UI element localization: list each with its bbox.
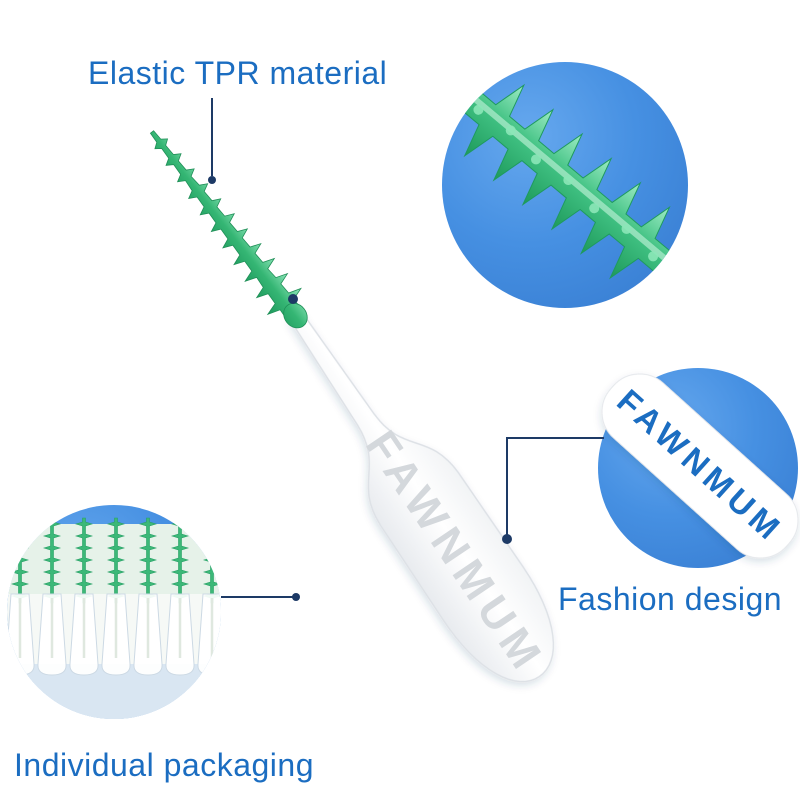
brush-tip-base	[283, 302, 308, 329]
callout-line-design	[506, 437, 604, 536]
handle-brand-text: FAWNMUM	[356, 422, 554, 683]
individual-packaging-label: Individual packaging	[14, 747, 314, 783]
callout-dot-material	[208, 176, 216, 184]
brush-handle	[289, 311, 555, 683]
fashion-design-label: Fashion design	[558, 581, 782, 617]
brush-tip-bristles	[149, 130, 302, 318]
callout-dot-design	[502, 534, 512, 544]
plaque-band	[601, 373, 799, 559]
callout-dot-bristle-zoom	[288, 294, 298, 304]
material-label: Elastic TPR material	[88, 55, 387, 91]
callout-dot-packaging	[292, 593, 300, 601]
bristle-zoom-inset	[442, 62, 688, 308]
bristle-bumps	[473, 104, 659, 262]
packaging-inset	[7, 505, 221, 719]
brand-plaque-inset: FAWNMUM	[598, 368, 799, 568]
